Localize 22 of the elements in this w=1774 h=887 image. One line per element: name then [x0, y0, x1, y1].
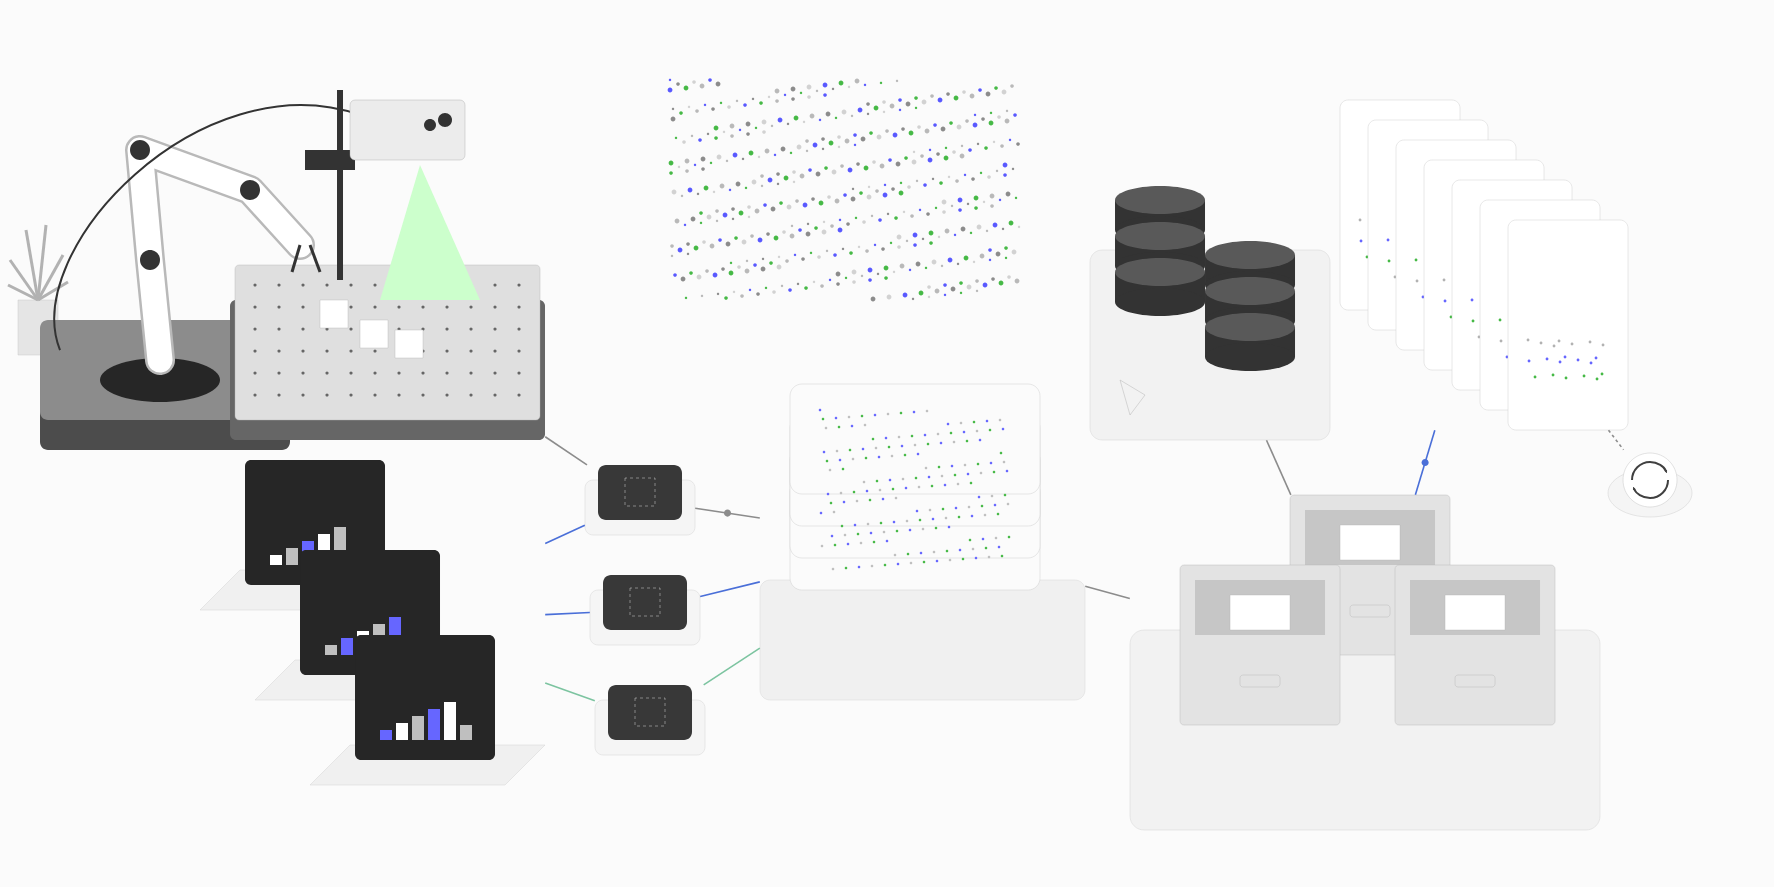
connector-line — [1265, 439, 1292, 496]
point-cloud-drawing — [667, 78, 1021, 302]
glass-stack-drawing — [759, 383, 1086, 701]
frame-stack-drawing — [1339, 99, 1629, 431]
module-box — [594, 685, 706, 756]
connector-line — [544, 682, 596, 702]
robot-arm-drawing — [40, 90, 545, 450]
connector-line — [694, 507, 761, 519]
module-box — [589, 575, 701, 646]
connector-line — [544, 524, 586, 545]
connector-line — [544, 611, 591, 616]
connector-line — [699, 581, 761, 598]
module-box — [584, 465, 696, 536]
connector-line — [544, 435, 588, 466]
connector-line — [702, 647, 761, 686]
database-drawing — [1089, 186, 1331, 441]
connector-line — [1607, 429, 1625, 451]
connector-line — [1084, 585, 1131, 600]
screen-stack-drawing — [199, 460, 546, 786]
refresh-icon — [1607, 452, 1693, 518]
connector-line — [1414, 429, 1436, 496]
storage-bins-drawing — [1129, 494, 1601, 831]
